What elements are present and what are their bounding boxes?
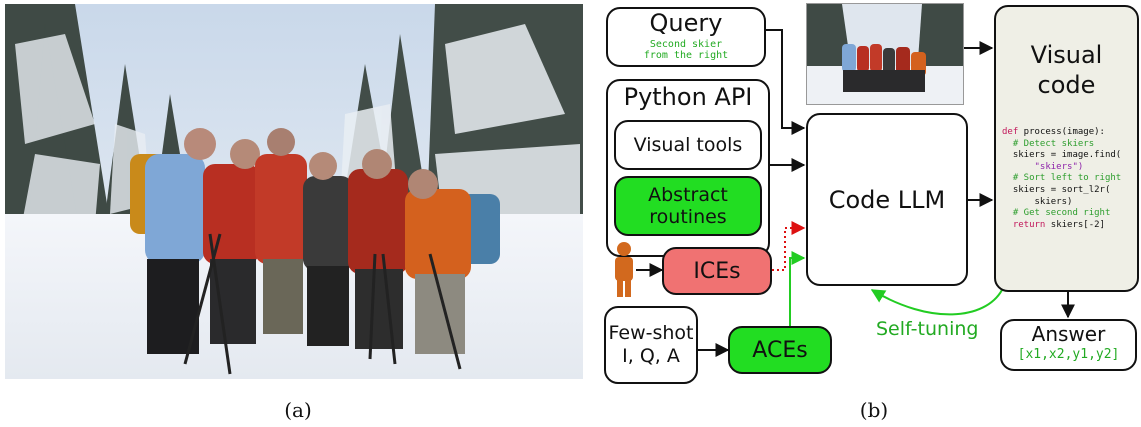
visual-code-title-line2: code: [1037, 71, 1096, 99]
ices-box: ICEs: [662, 247, 772, 295]
code-line-5: # Sort left to right: [1002, 173, 1122, 184]
code-line-2: # Detect skiers: [1002, 138, 1095, 149]
ices-label: ICEs: [693, 258, 741, 284]
aces-box: ACEs: [728, 326, 832, 374]
code-line-4: "skiers"): [1002, 161, 1084, 172]
python-api-title: Python API: [623, 83, 753, 111]
few-shot-line2: I, Q, A: [622, 345, 680, 367]
query-text-line2: from the right: [643, 50, 729, 61]
python-api-box: Python API Visual tools Abstract routine…: [606, 79, 770, 257]
query-text-line1: Second skier: [649, 39, 723, 50]
abstract-routines-box: Abstract routines: [614, 176, 762, 236]
caption-b: (b): [859, 398, 889, 422]
query-box: Query Second skier from the right: [606, 7, 766, 67]
abstract-routines-line1: Abstract: [648, 184, 728, 206]
arrow-ices-to-llm: [772, 221, 806, 271]
skiers-photo: [5, 4, 583, 379]
person-icon: [615, 242, 633, 297]
visual-tools-box: Visual tools: [614, 120, 762, 170]
query-title: Query: [649, 9, 723, 37]
query-image-thumbnail: [806, 3, 964, 105]
few-shot-box: Few-shot I, Q, A: [604, 306, 698, 384]
arrow-self-tuning: [870, 289, 1003, 316]
self-tuning-label: Self-tuning: [876, 318, 979, 340]
caption-a: (a): [284, 398, 312, 422]
visual-tools-label: Visual tools: [633, 134, 743, 156]
code-line-6: skiers = sort_l2r(: [1002, 184, 1111, 195]
visual-code-title-line1: Visual: [1030, 41, 1103, 69]
aces-label: ACEs: [752, 337, 808, 363]
code-line-8: # Get second right: [1002, 208, 1111, 219]
answer-value: [x1,x2,y1,y2]: [1017, 347, 1120, 362]
code-llm-label: Code LLM: [828, 185, 946, 214]
code-line-7: skiers): [1002, 196, 1073, 207]
answer-title: Answer: [1031, 322, 1106, 346]
code-line-9: return skiers[-2]: [1002, 219, 1105, 230]
code-line-1: def process(image):: [1002, 127, 1105, 137]
arrow-query-to-llm: [766, 29, 806, 135]
answer-box: Answer [x1,x2,y1,y2]: [1000, 319, 1137, 371]
code-line-3: skiers = image.find(: [1002, 150, 1122, 161]
visual-code-box: Visual code def process(image): # Detect…: [994, 5, 1139, 292]
abstract-routines-line2: routines: [649, 206, 727, 228]
code-snippet: def process(image): # Detect skiers skie…: [1002, 127, 1137, 231]
arrow-aces-to-llm: [789, 251, 806, 326]
few-shot-line1: Few-shot: [608, 322, 694, 344]
code-llm-box: Code LLM: [806, 113, 968, 286]
